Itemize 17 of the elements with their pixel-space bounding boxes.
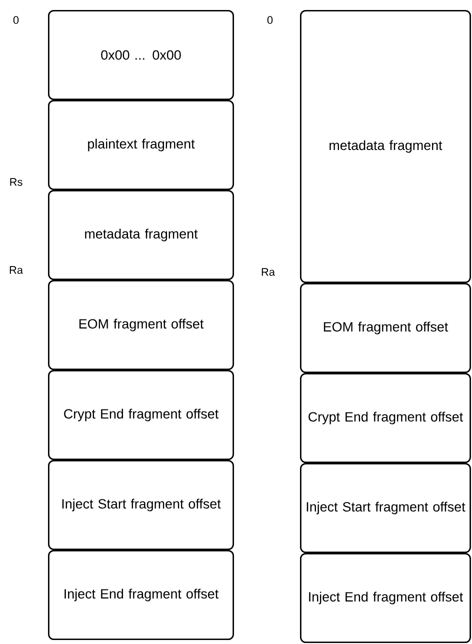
offset-label: Ra [262,268,275,276]
field-box: Inject Start fragment offset [48,460,234,550]
field-box: Crypt End fragment offset [48,370,234,460]
offset-label: Rs [10,178,22,186]
field-box: metadata fragment [48,190,234,280]
field-box: Inject End fragment offset [300,553,471,643]
offset-label: 0 [13,16,19,24]
offset-label: 0 [267,16,273,24]
field-box: Inject End fragment offset [48,550,234,640]
field-box: Inject Start fragment offset [300,463,471,553]
field-box: Crypt End fragment offset [300,373,471,463]
field-box: 0x00 ... 0x00 [48,10,234,100]
field-box: EOM fragment offset [48,280,234,370]
field-box: metadata fragment [300,10,471,283]
offset-label: Ra [10,266,23,274]
field-box: EOM fragment offset [300,283,471,373]
field-box: plaintext fragment [48,100,234,190]
